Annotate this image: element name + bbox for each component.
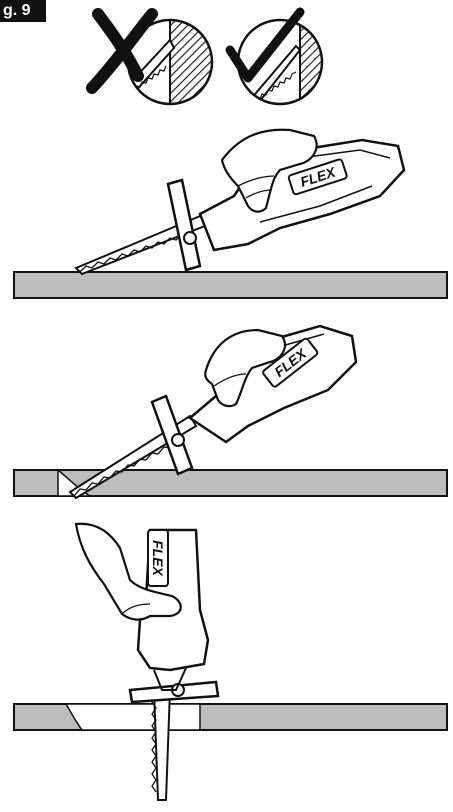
step-2-saw-tilted-cutting: FLEX	[13, 324, 448, 500]
correct-angle-detail	[225, 7, 324, 106]
figure-label: g. 9	[0, 0, 46, 22]
brand-logo-3: FLEX	[150, 540, 166, 577]
workpiece-board	[13, 271, 448, 299]
correct-check-icon	[225, 7, 305, 83]
step-1-saw-on-workpiece: FLEX	[13, 128, 448, 299]
step-3-saw-vertical-plunge: FLEX	[13, 522, 448, 801]
wrong-cross-icon	[86, 8, 158, 94]
incorrect-angle-detail	[86, 8, 214, 106]
